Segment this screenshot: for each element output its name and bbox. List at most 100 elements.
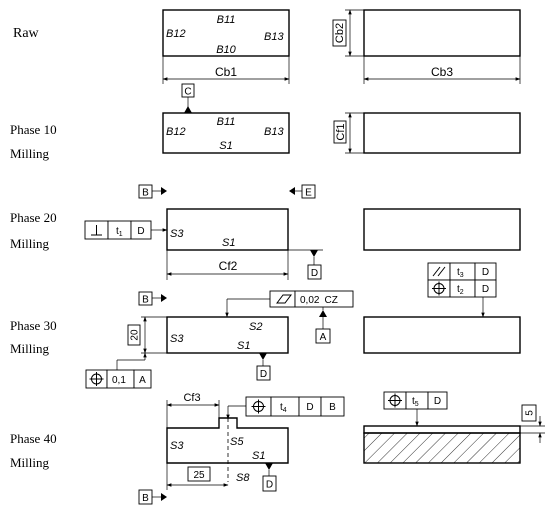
phase-20-operation: Milling — [10, 236, 50, 251]
surface-b11-label: B11 — [217, 116, 236, 128]
position-t4-tolerance: t4 — [280, 402, 287, 414]
phase-30-name: Phase 30 — [10, 318, 57, 333]
phase-20-name: Phase 20 — [10, 210, 57, 225]
surface-s3-label: S3 — [170, 440, 184, 452]
position-frame-01: 0,1 A — [85, 352, 152, 389]
phase-10-front-view — [162, 112, 290, 154]
phase-10-operation: Milling — [10, 146, 50, 161]
surface-b10-label: B10 — [216, 44, 236, 56]
phase-30-operation: Milling — [10, 341, 50, 356]
dimension-cf3: Cf3 — [166, 392, 220, 428]
dimension-cf1-label: Cf1 — [335, 123, 347, 140]
dimension-cf1: Cf1 — [333, 112, 364, 154]
phase-40: Phase 40 Milling S3 S5 S1 S8 Cf3 — [10, 391, 545, 505]
datum-d-label: D — [266, 480, 273, 491]
position-t5-datum: D — [434, 396, 441, 407]
dimension-cf2: Cf2 — [166, 250, 289, 280]
dimension-5-label: 5 — [525, 410, 536, 416]
dimension-cb3-label: Cb3 — [431, 65, 453, 79]
surface-b13-label: B13 — [264, 126, 284, 138]
datum-b-label: B — [142, 493, 149, 504]
phase-30-side-view — [363, 316, 521, 354]
parallelism-tolerance: t3 — [457, 267, 464, 279]
position-t2-datum: D — [482, 284, 489, 295]
surface-b11-label: B11 — [217, 14, 236, 26]
dimension-cf2-label: Cf2 — [219, 259, 238, 273]
perpendicularity-tolerance: t1 — [116, 226, 123, 238]
datum-d-label: D — [311, 268, 318, 279]
phase-20-side-view — [363, 208, 521, 251]
datum-b-label: B — [142, 295, 149, 306]
datum-d-frame: D — [288, 249, 323, 280]
dimension-25: 25 — [166, 463, 229, 490]
datum-b-frame: B — [138, 291, 167, 306]
dimension-25-label: 25 — [193, 470, 205, 481]
phase-30-front-view — [166, 316, 289, 354]
phase-raw-label: Raw — [13, 26, 40, 41]
position-t5-tolerance: t5 — [412, 396, 419, 408]
phase-40-front-view — [166, 417, 289, 464]
dimension-20: 20 — [127, 316, 167, 354]
position-01-datum: A — [139, 375, 146, 386]
position-01-value: 0,1 — [112, 375, 126, 386]
parallelism-datum: D — [482, 267, 489, 278]
surface-b12-label: B12 — [166, 126, 186, 138]
phase-40-operation: Milling — [10, 455, 50, 470]
perpendicularity-datum: D — [137, 226, 144, 237]
dimension-cf3-label: Cf3 — [183, 392, 200, 404]
dimension-cb2-label: Cb2 — [334, 23, 346, 43]
datum-b-label: B — [142, 188, 149, 199]
phase-20: Phase 20 Milling S3 S1 B E — [10, 184, 521, 280]
datum-b-frame: B — [138, 184, 167, 199]
raw-side-view — [363, 9, 521, 57]
position-icon — [251, 399, 266, 414]
datum-a-label: A — [320, 332, 327, 343]
dimension-cb1: Cb1 — [162, 56, 290, 84]
dimension-cb1-label: Cb1 — [215, 65, 237, 79]
position-icon — [388, 393, 402, 408]
position-icon — [89, 372, 104, 386]
datum-d-frame: D — [262, 463, 277, 492]
position-icon — [432, 281, 446, 296]
phase-40-side-view — [363, 425, 521, 464]
dimension-5: 5 — [520, 404, 545, 443]
position-t2-tolerance: t2 — [457, 284, 464, 296]
surface-s3-label: S3 — [170, 228, 184, 240]
dimension-cb2: Cb2 — [332, 9, 364, 57]
surface-b13-label: B13 — [264, 31, 284, 43]
position-t4-datum-1: D — [306, 402, 313, 413]
phase-40-name: Phase 40 — [10, 431, 57, 446]
surface-s1-label: S1 — [252, 450, 265, 462]
parallelism-icon — [432, 266, 446, 277]
dimension-20-label: 20 — [130, 329, 141, 341]
perpendicularity-frame: t1 D — [84, 220, 168, 240]
datum-c-frame: C — [181, 83, 195, 113]
surface-s1-label: S1 — [219, 140, 232, 152]
position-t4-datum-2: B — [329, 402, 336, 413]
surface-s2-label: S2 — [249, 321, 262, 333]
position-frame-t5: t5 D — [383, 391, 448, 427]
surface-s5-label: S5 — [230, 436, 244, 448]
datum-d-label: D — [260, 369, 267, 380]
datum-a-frame: A — [315, 307, 331, 344]
datum-e-frame: E — [289, 184, 316, 199]
surface-b12-label: B12 — [166, 28, 186, 40]
position-frame-t4: t4 D B — [226, 396, 345, 420]
phase-10: Phase 10 Milling B11 B12 B13 S1 C Cf1 — [10, 83, 521, 161]
phase-10-side-view — [363, 112, 521, 154]
surface-s1-label: S1 — [237, 340, 250, 352]
datum-c-label: C — [184, 87, 191, 98]
datum-e-label: E — [305, 188, 312, 199]
surface-s3-label: S3 — [170, 333, 184, 345]
phase-raw: Raw B11 B12 B13 B10 Cb1 Cb2 Cb3 — [13, 9, 521, 84]
raw-front-view — [162, 9, 290, 57]
surface-s1-label: S1 — [222, 237, 235, 249]
parallelism-position-frame: t3 D t2 D — [427, 262, 497, 318]
dimension-cb3: Cb3 — [363, 56, 521, 84]
datum-b-frame: B — [138, 489, 167, 505]
perpendicularity-icon — [91, 225, 102, 236]
